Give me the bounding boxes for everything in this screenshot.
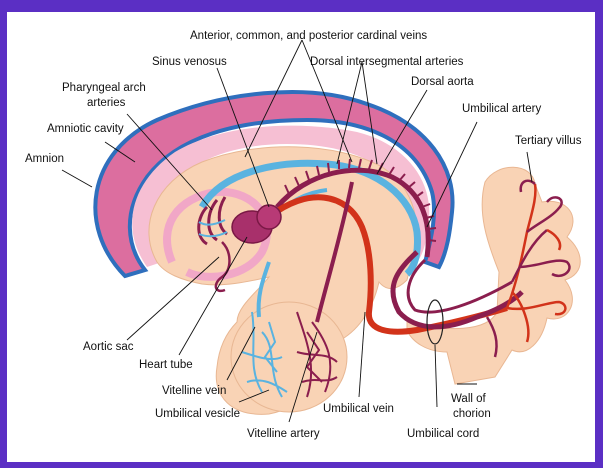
label-heart-tube: Heart tube xyxy=(139,359,193,371)
label-wall-of-chorion-2: chorion xyxy=(453,408,491,420)
diagram-panel: Anterior, common, and posterior cardinal… xyxy=(7,12,595,462)
label-dorsal-aorta: Dorsal aorta xyxy=(411,76,474,88)
label-umbilical-artery: Umbilical artery xyxy=(462,103,541,115)
label-cardinal-veins: Anterior, common, and posterior cardinal… xyxy=(190,30,427,42)
label-vitelline-artery: Vitelline artery xyxy=(247,428,320,440)
label-umbilical-vesicle: Umbilical vesicle xyxy=(155,408,240,420)
sinus-venosus xyxy=(257,205,281,229)
label-umbilical-vein: Umbilical vein xyxy=(323,403,394,415)
label-umbilical-cord: Umbilical cord xyxy=(407,428,479,440)
label-amniotic-cavity: Amniotic cavity xyxy=(47,123,124,135)
embryo-circulation-diagram: Anterior, common, and posterior cardinal… xyxy=(7,12,595,462)
label-dorsal-intersegmental-arteries: Dorsal intersegmental arteries xyxy=(310,56,464,68)
umbilical-artery-2 xyxy=(408,260,512,312)
label-vitelline-vein: Vitelline vein xyxy=(162,385,226,397)
label-pharyngeal-arch-arteries-2: arteries xyxy=(87,97,126,109)
label-wall-of-chorion-1: Wall of xyxy=(451,393,487,405)
label-aortic-sac: Aortic sac xyxy=(83,341,134,353)
label-sinus-venosus: Sinus venosus xyxy=(152,56,227,68)
label-pharyngeal-arch-arteries-1: Pharyngeal arch xyxy=(62,82,146,94)
label-amnion: Amnion xyxy=(25,153,64,165)
label-tertiary-villus: Tertiary villus xyxy=(515,135,582,147)
